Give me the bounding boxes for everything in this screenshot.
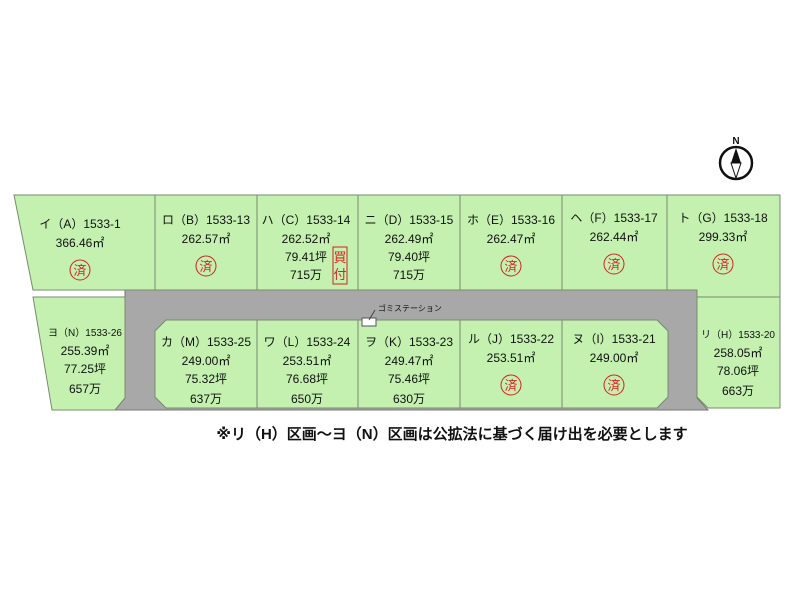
lot-label: ヌ（I）1533-21 — [572, 332, 656, 346]
lot-label: ホ（E）1533-16 — [467, 213, 555, 227]
svg-text:買: 買 — [333, 250, 346, 265]
lot-area: 366.46㎡ — [56, 236, 105, 250]
lot-area: 262.47㎡ — [487, 232, 536, 246]
sold-stamp-icon: 済 — [603, 253, 625, 275]
garbage-station-label: ゴミステーション — [378, 303, 442, 313]
svg-text:済: 済 — [199, 259, 212, 274]
svg-text:済: 済 — [716, 257, 729, 272]
lot-tsubo: 77.25坪 — [64, 362, 106, 376]
sold-stamp-icon: 済 — [712, 253, 734, 275]
svg-text:済: 済 — [73, 263, 86, 278]
lot-wa[interactable]: ワ（L）1533-24 253.51㎡ 76.68坪 650万 — [256, 319, 359, 409]
lot-area: 249.47㎡ — [385, 354, 434, 368]
lot-label: ニ（D）1533-15 — [365, 213, 454, 227]
lot-ka[interactable]: カ（M）1533-25 249.00㎡ 75.32坪 637万 — [154, 319, 258, 409]
lot-area: 253.51㎡ — [487, 351, 536, 365]
svg-text:付: 付 — [333, 267, 346, 282]
garbage-station-box — [361, 317, 377, 327]
svg-text:N: N — [732, 136, 739, 147]
lot-parcel — [696, 296, 781, 409]
lot-label: ル（J）1533-22 — [468, 332, 554, 346]
lot-tsubo: 76.68坪 — [286, 372, 328, 386]
lot-price: 657万 — [69, 382, 101, 396]
sold-stamp-icon: 済 — [69, 259, 91, 281]
lot-area: 262.44㎡ — [590, 230, 639, 244]
lot-area: 258.05㎡ — [714, 346, 763, 360]
sold-stamp-icon: 済 — [500, 374, 522, 396]
svg-text:済: 済 — [504, 378, 517, 393]
lot-label: ロ（B）1533-13 — [162, 213, 250, 227]
lot-parcel — [561, 319, 669, 409]
sold-stamp-icon: 済 — [195, 255, 217, 277]
lot-price: 663万 — [722, 384, 754, 398]
lot-area: 249.00㎡ — [590, 351, 639, 365]
lot-label: リ（H）1533-20 — [701, 329, 775, 341]
lot-label: ヨ（N）1533-26 — [48, 327, 122, 339]
svg-text:済: 済 — [504, 259, 517, 274]
lot-tsubo: 75.32坪 — [185, 372, 227, 386]
lot-price: 715万 — [393, 268, 425, 282]
lot-label: ヘ（F）1533-17 — [570, 211, 658, 225]
lot-label: カ（M）1533-25 — [161, 335, 251, 349]
lot-price: 637万 — [190, 392, 222, 406]
lot-area: 253.51㎡ — [283, 354, 332, 368]
reserved-stamp-icon: 買付 — [332, 246, 348, 285]
lot-tsubo: 78.06坪 — [717, 364, 759, 378]
lot-tsubo: 79.40坪 — [388, 250, 430, 264]
lot-price: 630万 — [393, 392, 425, 406]
lot-label: ヲ（K）1533-23 — [365, 335, 453, 349]
lot-area: 255.39㎡ — [61, 344, 110, 358]
lot-price: 650万 — [291, 392, 323, 406]
svg-text:済: 済 — [607, 378, 620, 393]
lot-label: イ（A）1533-1 — [39, 217, 121, 231]
notice-text: ※リ（H）区画〜ヨ（N）区画は公拡法に基づく届け出を必要とします — [216, 425, 687, 443]
lot-tsubo: 75.46坪 — [388, 372, 430, 386]
sold-stamp-icon: 済 — [603, 374, 625, 396]
lot-area: 262.57㎡ — [182, 232, 231, 246]
lot-label: ト（G）1533-18 — [678, 211, 768, 225]
lot-area: 262.52㎡ — [282, 232, 331, 246]
lot-parcel — [32, 296, 126, 411]
lot-wo[interactable]: ヲ（K）1533-23 249.47㎡ 75.46坪 630万 — [357, 319, 461, 409]
lot-area: 249.00㎡ — [182, 354, 231, 368]
lot-ni[interactable]: ニ（D）1533-15 262.49㎡ 79.40坪 715万 — [357, 194, 461, 291]
lot-price: 715万 — [290, 268, 322, 282]
svg-text:済: 済 — [607, 257, 620, 272]
lot-area: 262.49㎡ — [385, 232, 434, 246]
sold-stamp-icon: 済 — [500, 255, 522, 277]
lot-tsubo: 79.41坪 — [285, 250, 327, 264]
lot-ri[interactable]: リ（H）1533-20 258.05㎡ 78.06坪 663万 — [696, 296, 781, 409]
north-compass-icon: N — [718, 136, 754, 181]
lot-label: ハ（C）1533-14 — [262, 213, 351, 227]
lot-label: ワ（L）1533-24 — [264, 335, 351, 349]
lot-yo[interactable]: ヨ（N）1533-26 255.39㎡ 77.25坪 657万 — [32, 296, 126, 411]
lot-area: 299.33㎡ — [699, 230, 748, 244]
